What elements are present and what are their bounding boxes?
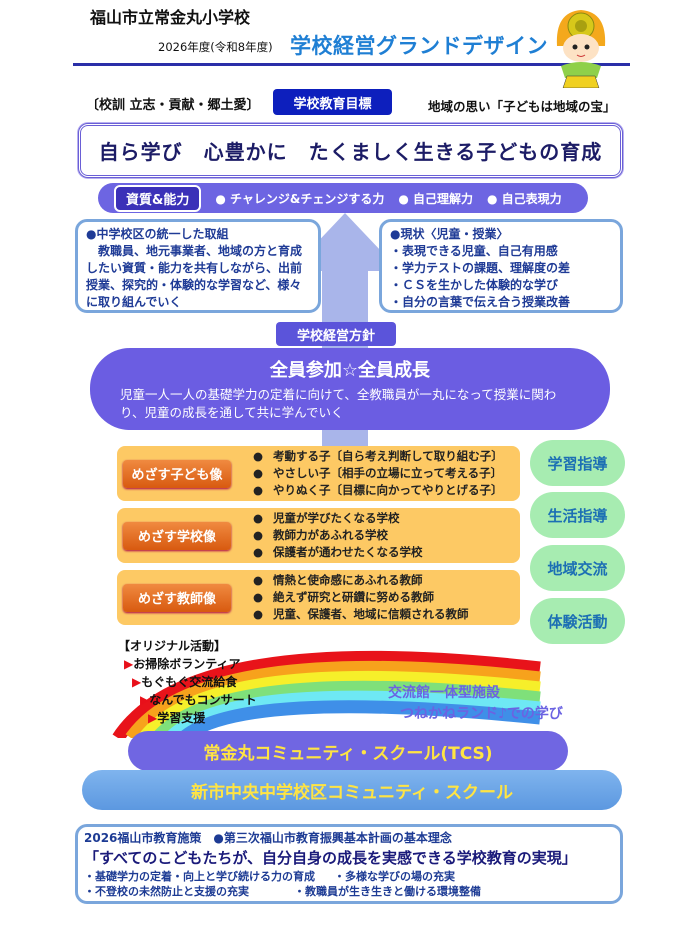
city-policy-item: ・基礎学力の定着・向上と学び続ける力の育成 — [84, 870, 315, 883]
panel-item: 児童、保護者、地域に信頼される教師 — [253, 606, 469, 623]
pill-learning: 学習指導 — [530, 440, 625, 486]
city-education-policy: 2026福山市教育施策 ●第三次福山市教育振興基本計画の基本理念 「すべてのこど… — [75, 824, 623, 904]
panel-item: 考動する子〔自ら考え判断して取り組む子〕 — [253, 448, 503, 465]
panel-item: 保護者が通わせたくなる学校 — [253, 544, 423, 561]
status-item: ・自分の言葉で伝え合う授業改善 — [390, 295, 571, 309]
school-name: 福山市立常金丸小学校 — [90, 8, 251, 27]
current-status-box: ●現状〈児童・授業〉 ・表現できる児童、自己有用感 ・学力テストの課題、理解度の… — [379, 219, 623, 313]
city-policy-main: 「すべてのこどもたちが、自分自身の成長を実感できる学校教育の実現」 — [84, 849, 577, 867]
activity-item: もぐもぐ交流給食 — [141, 675, 238, 689]
header-divider — [73, 63, 630, 66]
panel-item: 情熱と使命感にあふれる教師 — [253, 572, 469, 589]
education-goal: 自ら学び 心豊かに たくましく生きる子どもの育成 — [78, 123, 623, 178]
activity-item: なんでもコンサート — [149, 693, 257, 707]
city-policy-item: ・教職員が生き生きと働ける環境整備 — [294, 885, 481, 898]
policy-title: 全員参加☆全員成長 — [269, 360, 431, 381]
triangle-marker-icon: ▶ — [148, 711, 158, 725]
panel-label: めざす教師像 — [123, 583, 231, 612]
panel-label: めざす学校像 — [123, 521, 231, 550]
status-item: ・表現できる児童、自己有用感 — [390, 244, 558, 258]
triangle-marker-icon: ▶ — [132, 675, 142, 689]
mascot-icon — [556, 10, 606, 88]
pill-experience: 体験活動 — [530, 598, 625, 644]
tsunekane-land: 交流館一体型施設 つねかねランド♪での学び — [388, 683, 563, 725]
rainbow-icon — [112, 650, 541, 738]
management-policy: 全員参加☆全員成長 児童一人一人の基礎学力の定着に向けて、全教職員が一丸になって… — [90, 348, 610, 430]
panel-item: やさしい子〔相手の立場に立って考える子〕 — [253, 465, 503, 482]
city-policy-item: ・不登校の未然防止と支援の充実 — [84, 885, 249, 898]
box-title: ●現状〈児童・授業〉 — [390, 227, 509, 241]
activity-item: お掃除ボランティア — [133, 657, 241, 671]
activity-item: 学習支援 — [157, 711, 206, 725]
policy-body: 児童一人一人の基礎学力の定着に向けて、全教職員が一丸になって授業に関わり、児童の… — [120, 387, 557, 420]
ability-item: ● チャレンジ&チェンジする力 — [215, 191, 385, 206]
tsunekane-line2: つねかねランド♪での学び — [400, 706, 563, 722]
ability-item: ● 自己理解力 — [398, 191, 473, 206]
policy-label: 学校経営方針 — [276, 322, 396, 346]
tsunekane-line1: 交流館一体型施設 — [388, 685, 500, 701]
triangle-marker-icon: ▶ — [124, 657, 134, 671]
ability-bar: 資質&能力 ● チャレンジ&チェンジする力 ● 自己理解力 ● 自己表現力 — [98, 183, 588, 213]
city-policy-item: ・多様な学びの場の充実 — [334, 870, 455, 883]
panel-school-vision: めざす学校像 児童が学びたくなる学校 教師力があふれる学校 保護者が通わせたくな… — [117, 508, 520, 563]
fiscal-year: 2026年度(令和8年度) — [158, 40, 273, 54]
school-motto: 〔校訓 立志・貢献・郷土愛〕 — [86, 98, 260, 113]
pill-life-guidance: 生活指導 — [530, 492, 625, 538]
community-wish: 地域の思い「子どもは地域の宝」 — [428, 99, 616, 114]
page-title: 学校経営グランドデザイン — [290, 34, 548, 58]
district-initiative-box: ●中学校区の統一した取組 教職員、地元事業者、地域の方と育成したい資質・能力を共… — [75, 219, 321, 313]
city-policy-head: 2026福山市教育施策 ●第三次福山市教育振興基本計画の基本理念 — [84, 831, 452, 845]
status-item: ・学力テストの課題、理解度の差 — [390, 261, 571, 275]
ability-label: 資質&能力 — [114, 184, 202, 212]
junior-high-cs-banner: 新市中央中学校区コミュニティ・スクール — [82, 770, 622, 810]
panel-item: 児童が学びたくなる学校 — [253, 510, 423, 527]
box-body: 教職員、地元事業者、地域の方と育成したい資質・能力を共有しながら、出前授業、探究… — [86, 244, 303, 309]
box-title: ●中学校区の統一した取組 — [86, 227, 229, 241]
panel-label: めざす子ども像 — [123, 459, 231, 488]
status-item: ・ＣＳを生かした体験的な学び — [390, 278, 559, 292]
panel-child-vision: めざす子ども像 考動する子〔自ら考え判断して取り組む子〕 やさしい子〔相手の立場… — [117, 446, 520, 501]
panel-item: 教師力があふれる学校 — [253, 527, 423, 544]
original-title: 【オリジナル活動】 — [118, 639, 227, 653]
panel-teacher-vision: めざす教師像 情熱と使命感にあふれる教師 絶えず研究と研鑽に努める教師 児童、保… — [117, 570, 520, 625]
original-activities: 【オリジナル活動】 ▶お掃除ボランティア ▶もぐもぐ交流給食 ▶なんでもコンサー… — [118, 637, 257, 727]
pill-community: 地域交流 — [530, 545, 625, 591]
tcs-banner: 常金丸コミュニティ・スクール(TCS) — [128, 731, 568, 771]
triangle-marker-icon: ▶ — [140, 693, 150, 707]
panel-item: やりぬく子〔目標に向かってやりとげる子〕 — [253, 482, 503, 499]
ability-item: ● 自己表現力 — [487, 191, 562, 206]
goal-label: 学校教育目標 — [273, 89, 392, 115]
panel-item: 絶えず研究と研鑽に努める教師 — [253, 589, 469, 606]
